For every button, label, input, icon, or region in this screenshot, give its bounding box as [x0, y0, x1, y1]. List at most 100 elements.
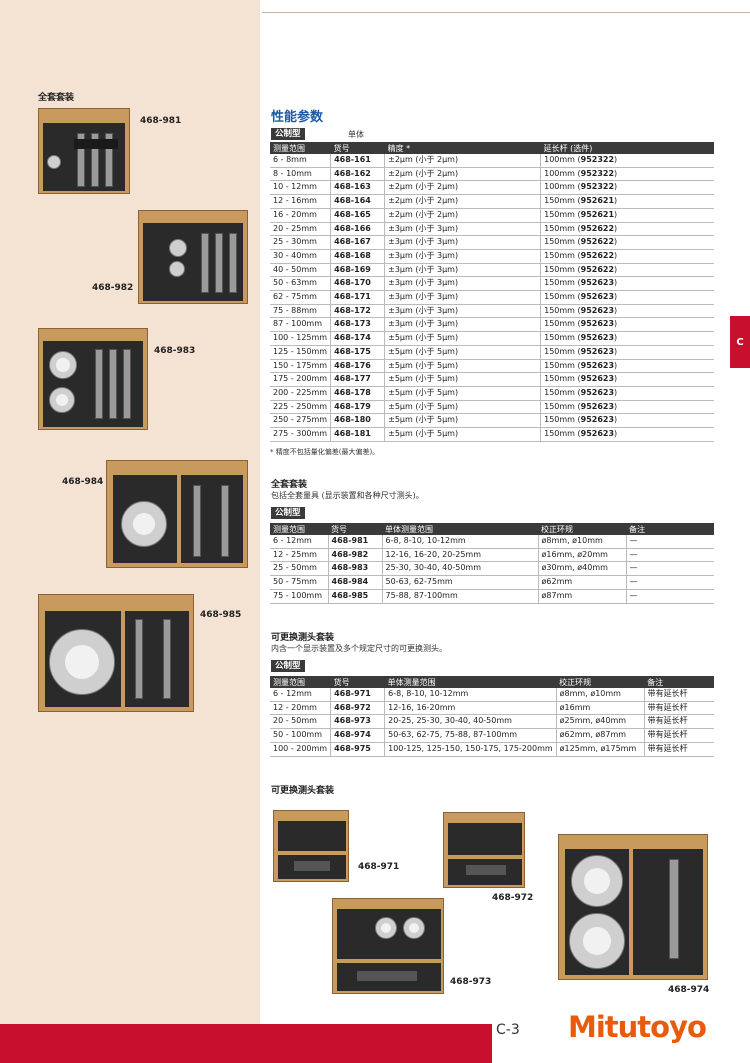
table-cell: ±2μm (小于 2μm) — [384, 208, 542, 223]
table-cell: 468-173 — [330, 317, 386, 333]
table-cell: 150mm (952623) — [540, 345, 714, 360]
table-cell: 468-983 — [328, 561, 383, 577]
table-cell: 468-168 — [330, 249, 386, 264]
table-cell: ø62mm — [538, 575, 627, 590]
extension-length: 150mm ( — [544, 278, 581, 288]
table-cell: ±3μm (小于 3μm) — [384, 317, 542, 333]
table-cell: 468-974 — [330, 728, 386, 743]
table-cell: 100 - 125mm — [270, 331, 332, 346]
extension-close-paren: ) — [614, 374, 618, 384]
full-set-metric-tag: 公制型 — [271, 507, 305, 519]
table-cell: 468-982 — [328, 548, 383, 563]
header-cell: 测量范围 — [270, 523, 328, 535]
table-cell: — — [626, 575, 714, 590]
extension-part-number: 952623 — [580, 305, 615, 315]
section-title: 性能参数 — [271, 110, 324, 125]
table-cell: 6 - 8mm — [270, 154, 332, 168]
header-cell: 备注 — [626, 523, 714, 535]
table-cell: ±2μm (小于 2μm) — [384, 167, 542, 182]
header-cell: 测量范围 — [270, 142, 331, 154]
interchangeable-title: 可更换测头套装 — [271, 633, 335, 643]
interchangeable-metric-tag: 公制型 — [271, 660, 305, 672]
extension-part-number: 952622 — [580, 223, 615, 233]
extension-close-paren: ) — [614, 415, 618, 425]
table-header-row: 测量范围 货号 单体测量范围 校正环规 备注 — [270, 676, 714, 688]
table-cell: 62 - 75mm — [270, 290, 332, 305]
table-cell: 6-8, 8-10, 10-12mm — [382, 535, 539, 549]
extension-close-paren: ) — [614, 250, 618, 260]
extension-part-number: 952623 — [580, 278, 615, 288]
header-cell: 校正环规 — [538, 523, 626, 535]
extension-part-number: 952623 — [580, 415, 615, 425]
table-cell: 468-172 — [330, 304, 386, 319]
set-label-468-973: 468-973 — [450, 977, 492, 987]
table-cell: ±3μm (小于 3μm) — [384, 263, 542, 278]
table-cell: 12-16, 16-20mm — [384, 701, 557, 716]
table-cell: 468-174 — [330, 331, 386, 346]
table-cell: 12 - 16mm — [270, 194, 332, 209]
extension-part-number: 952322 — [580, 182, 615, 192]
table-cell: 50 - 63mm — [270, 276, 332, 292]
table-cell: 150 - 175mm — [270, 359, 332, 374]
table-cell: 468-176 — [330, 359, 386, 374]
table-cell: 468-985 — [328, 589, 383, 604]
table-cell: 150mm (952622) — [540, 235, 714, 250]
extension-part-number: 952322 — [580, 155, 615, 164]
table-cell: 75 - 100mm — [270, 589, 329, 604]
extension-part-number: 952622 — [580, 264, 615, 274]
extension-length: 150mm ( — [544, 209, 581, 219]
extension-length: 150mm ( — [544, 401, 581, 411]
header-cell: 货号 — [330, 676, 385, 688]
extension-length: 150mm ( — [544, 415, 581, 425]
table-cell: 带有延长杆 — [644, 742, 714, 757]
extension-close-paren: ) — [614, 264, 618, 274]
extension-part-number: 952623 — [580, 319, 615, 329]
table-cell: 468-178 — [330, 386, 386, 401]
extension-close-paren: ) — [614, 168, 618, 178]
set-label-468-983: 468-983 — [154, 346, 196, 356]
table-cell: 30 - 40mm — [270, 249, 332, 264]
table-cell: 50 - 75mm — [270, 575, 329, 590]
table-cell: 468-166 — [330, 222, 386, 237]
table-cell: 150mm (952623) — [540, 427, 714, 442]
full-set-description: 包括全套量具 (显示装置和各种尺寸测头)。 — [271, 491, 424, 500]
table-cell: 25 - 30mm — [270, 235, 332, 250]
table-cell: ±3μm (小于 3μm) — [384, 304, 542, 319]
table-cell: 带有延长杆 — [644, 701, 714, 716]
extension-length: 150mm ( — [544, 387, 581, 397]
table-cell: 468-164 — [330, 194, 386, 209]
table-cell: 468-973 — [330, 714, 386, 730]
extension-part-number: 952623 — [580, 292, 615, 302]
extension-close-paren: ) — [614, 387, 618, 397]
extension-part-number: 952623 — [580, 429, 615, 439]
extension-length: 150mm ( — [544, 319, 581, 329]
table-cell: ø8mm, ø10mm — [556, 688, 645, 702]
bottom-bar — [0, 1024, 492, 1063]
table-cell: 带有延长杆 — [644, 728, 714, 743]
table-cell: ±5μm (小于 5μm) — [384, 359, 542, 374]
table-cell: ±5μm (小于 5μm) — [384, 345, 542, 360]
table-cell: 468-984 — [328, 575, 383, 590]
table-cell: ±3μm (小于 3μm) — [384, 276, 542, 292]
table-cell: ø16mm, ø20mm — [538, 548, 627, 563]
table-cell: ±5μm (小于 5μm) — [384, 413, 542, 429]
table-cell: 20 - 50mm — [270, 714, 332, 730]
interchangeable-description: 内含一个显示装置及多个规定尺寸的可更换测头。 — [271, 644, 447, 653]
table-cell: 150mm (952622) — [540, 249, 714, 264]
table-cell: 468-179 — [330, 400, 386, 415]
table-cell: 225 - 250mm — [270, 400, 332, 415]
table-cell: 175 - 200mm — [270, 372, 332, 387]
extension-close-paren: ) — [614, 429, 618, 439]
